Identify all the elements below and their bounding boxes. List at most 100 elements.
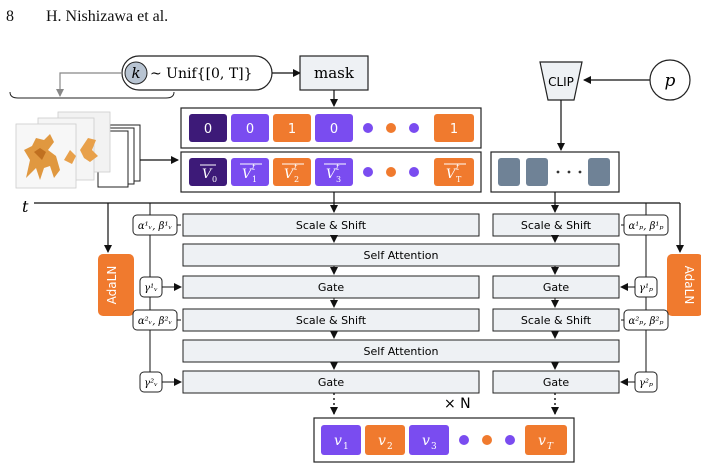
svg-text:v: v [378,433,386,449]
gate-2-video: Gate [182,370,480,394]
author-header: H. Nishizawa et al. [46,8,169,25]
scale-shift-2-video: Scale & Shift [182,308,480,332]
svg-text:3: 3 [431,442,437,452]
svg-text:2: 2 [387,442,393,452]
scale-shift-1-prompt: Scale & Shift [492,213,620,237]
svg-text:α¹ₚ, β¹ₚ: α¹ₚ, β¹ₚ [629,221,664,232]
svg-text:γ²ₚ: γ²ₚ [639,378,653,389]
mask-token-2: 1 [273,114,311,142]
svg-text:α¹ᵥ, β¹ᵥ: α¹ᵥ, β¹ᵥ [138,221,173,232]
alpha-beta-p1: α¹ₚ, β¹ₚ [623,214,669,236]
timestep-sampler: k ~ Unif{[0, T]} [121,55,273,91]
svg-text:t: t [294,163,298,172]
svg-text:Scale & Shift: Scale & Shift [296,314,367,327]
video-token-3: V 3 t [315,158,353,186]
alpha-beta-v1: α¹ᵥ, β¹ᵥ [132,214,178,236]
gamma-p2: γ²ₚ [634,371,658,393]
svg-text:t: t [336,163,340,172]
adaln-right: AdaLN [667,254,701,316]
ellipsis-dot [505,435,515,445]
svg-text:Self Attention: Self Attention [364,345,439,358]
gate-2-prompt: Gate [492,370,620,394]
svg-text:0: 0 [246,122,254,137]
prompt-token [526,158,548,186]
svg-text:V: V [446,167,457,182]
ellipsis-dot [363,123,373,133]
alpha-beta-v2: α²ᵥ, β²ᵥ [132,309,178,331]
gamma-p1: γ¹ₚ [634,276,658,298]
svg-text:V: V [326,167,337,182]
svg-text:T: T [456,175,462,184]
repeat-n-label: × N [444,396,471,412]
svg-text:v: v [422,433,430,449]
svg-text:AdaLN: AdaLN [682,266,696,305]
dinosaur-figure-1 [24,134,60,180]
svg-text:3: 3 [336,175,341,184]
ellipsis-dot [459,435,469,445]
self-attention-1: Self Attention [182,243,620,267]
svg-text:1: 1 [450,122,458,137]
video-frames [15,111,141,189]
svg-text:2: 2 [294,175,299,184]
mask-box: mask [299,55,369,91]
svg-text:0: 0 [330,122,338,137]
svg-text:Self Attention: Self Attention [364,249,439,262]
prompt-token [498,158,520,186]
output-token-2: v 2 [365,425,405,455]
ellipsis-dot [363,167,373,177]
svg-text:p: p [665,71,676,91]
dinosaur-figure-2 [64,138,98,164]
video-token-0: V 0 [189,158,227,186]
time-label: t [22,197,29,216]
svg-text:0: 0 [212,175,217,184]
page-number: 8 [6,8,14,25]
svg-text:1: 1 [343,442,349,452]
svg-text:Scale & Shift: Scale & Shift [521,314,592,327]
svg-text:Gate: Gate [543,376,570,389]
svg-text:V: V [284,167,295,182]
svg-text:v: v [334,433,342,449]
video-token-1: V 1 t [231,158,269,186]
prompt-token [588,158,610,186]
output-token-1: v 1 [321,425,361,455]
gate-1-prompt: Gate [492,275,620,299]
ellipsis-dot [386,167,396,177]
svg-text:t: t [456,163,460,172]
ellipsis-dot [482,435,492,445]
svg-text:V: V [202,167,213,182]
ellipsis-dot [409,167,419,177]
svg-text:CLIP: CLIP [548,75,574,89]
svg-text:t: t [252,163,256,172]
prompt-node: p [649,59,691,101]
svg-text:V: V [242,167,253,182]
output-token-T: v T [525,425,567,455]
gamma-v2: γ²ᵥ [139,371,163,393]
ellipsis-dot [409,123,419,133]
svg-text:γ¹ᵥ: γ¹ᵥ [144,283,158,294]
mask-token-3: 0 [315,114,353,142]
svg-text:Gate: Gate [543,281,570,294]
self-attention-2: Self Attention [182,339,620,363]
adaln-left: AdaLN [98,254,134,316]
output-token-3: v 3 [409,425,449,455]
svg-text:1: 1 [252,175,257,184]
svg-text:Gate: Gate [318,376,345,389]
mask-label: mask [314,64,355,82]
mask-token-1: 0 [231,114,269,142]
video-token-T: V T t [434,158,474,186]
svg-text:Gate: Gate [318,281,345,294]
ellipsis-dot [386,123,396,133]
svg-text:Scale & Shift: Scale & Shift [296,219,367,232]
svg-text:γ²ᵥ: γ²ᵥ [144,378,158,389]
mask-token-T: 1 [434,114,474,142]
gate-1-video: Gate [182,275,480,299]
scale-shift-2-prompt: Scale & Shift [492,308,620,332]
svg-text:v: v [538,433,546,449]
scale-shift-1-video: Scale & Shift [182,213,480,237]
svg-text:γ¹ₚ: γ¹ₚ [639,283,653,294]
svg-text:α²ᵥ, β²ᵥ: α²ᵥ, β²ᵥ [138,316,173,327]
mask-token-0: 0 [189,114,227,142]
video-token-2: V 2 t [273,158,311,186]
svg-text:T: T [547,442,554,452]
